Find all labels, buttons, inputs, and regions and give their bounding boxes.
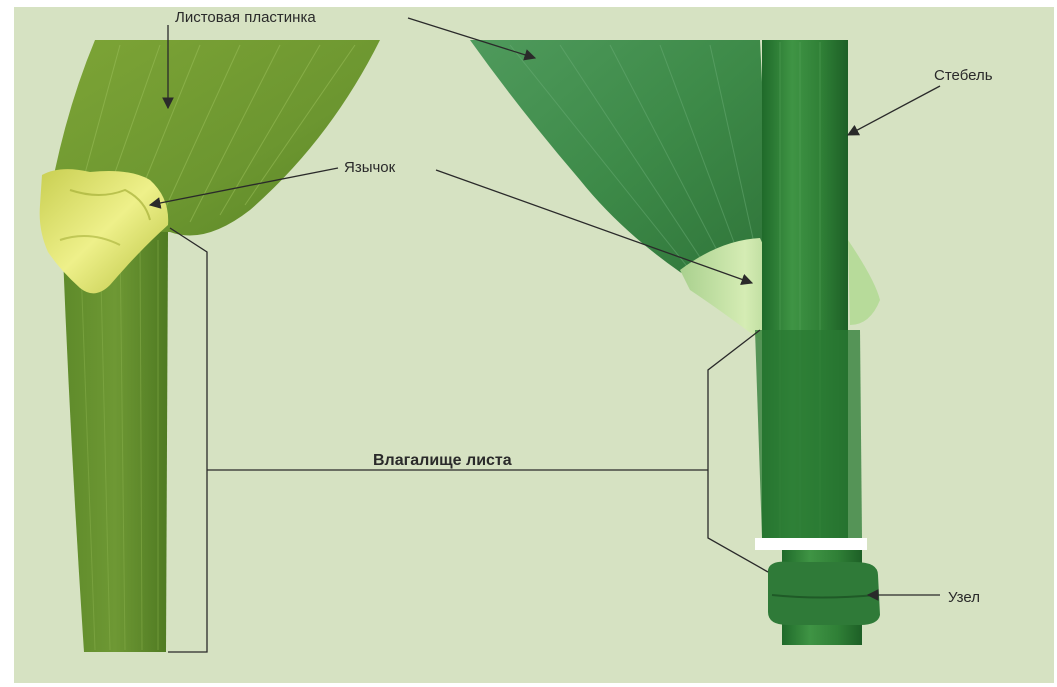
label-leaf-blade: Листовая пластинка [175, 9, 316, 26]
right-node [768, 562, 880, 625]
label-leaf-sheath: Влагалище листа [373, 452, 512, 469]
top-margin [0, 0, 1057, 7]
label-node: Узел [948, 589, 980, 606]
label-stem: Стебель [934, 67, 993, 84]
label-ligule: Язычок [344, 159, 396, 176]
right-leaf-sheath [755, 330, 862, 538]
